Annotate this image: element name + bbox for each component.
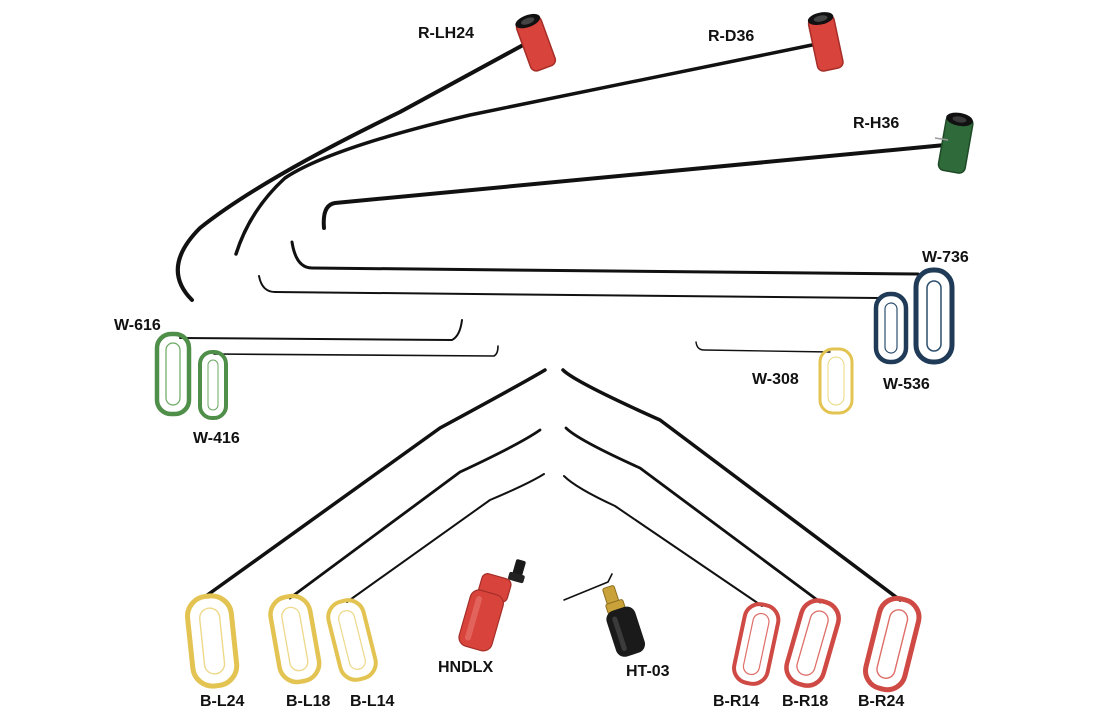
label-r-h36: R-H36: [853, 115, 899, 132]
label-hndlx: HNDLX: [438, 659, 493, 676]
tool-b-l24: B-L24: [185, 368, 547, 710]
label-w-536: W-536: [883, 376, 930, 393]
tool-w-416: W-416: [193, 345, 499, 447]
tool-ht-03: HT-03: [563, 573, 670, 680]
label-b-l24: B-L24: [200, 693, 245, 710]
tool-r-h36: R-H36: [321, 112, 974, 230]
label-b-r24: B-R24: [858, 693, 904, 710]
tool-r-d36: R-D36: [234, 12, 844, 256]
label-b-r14: B-R14: [713, 693, 759, 710]
label-b-l18: B-L18: [286, 693, 331, 710]
tool-b-l14: B-L14: [326, 473, 545, 710]
tool-w-616: W-616: [114, 317, 463, 417]
label-w-616: W-616: [114, 317, 161, 334]
label-b-r18: B-R18: [782, 693, 828, 710]
tool-w-536: W-536: [258, 275, 930, 393]
tool-b-l18: B-L18: [268, 428, 542, 710]
tool-hndlx: [458, 559, 526, 652]
label-b-l14: B-L14: [350, 693, 395, 710]
tool-b-r18: B-R18: [564, 426, 841, 710]
label-w-736: W-736: [922, 249, 969, 266]
tool-w-736: W-736: [290, 240, 969, 365]
label-r-lh24: R-LH24: [418, 25, 474, 42]
tool-b-r24: B-R24: [561, 368, 922, 710]
label-ht-03: HT-03: [626, 663, 670, 680]
tool-b-r14: B-R14: [563, 475, 781, 710]
label-w-416: W-416: [193, 430, 240, 447]
tool-r-lh24: R-LH24: [175, 13, 557, 302]
label-r-d36: R-D36: [708, 28, 754, 45]
tool-w-308: W-308: [695, 341, 854, 415]
label-w-308: W-308: [752, 371, 799, 388]
